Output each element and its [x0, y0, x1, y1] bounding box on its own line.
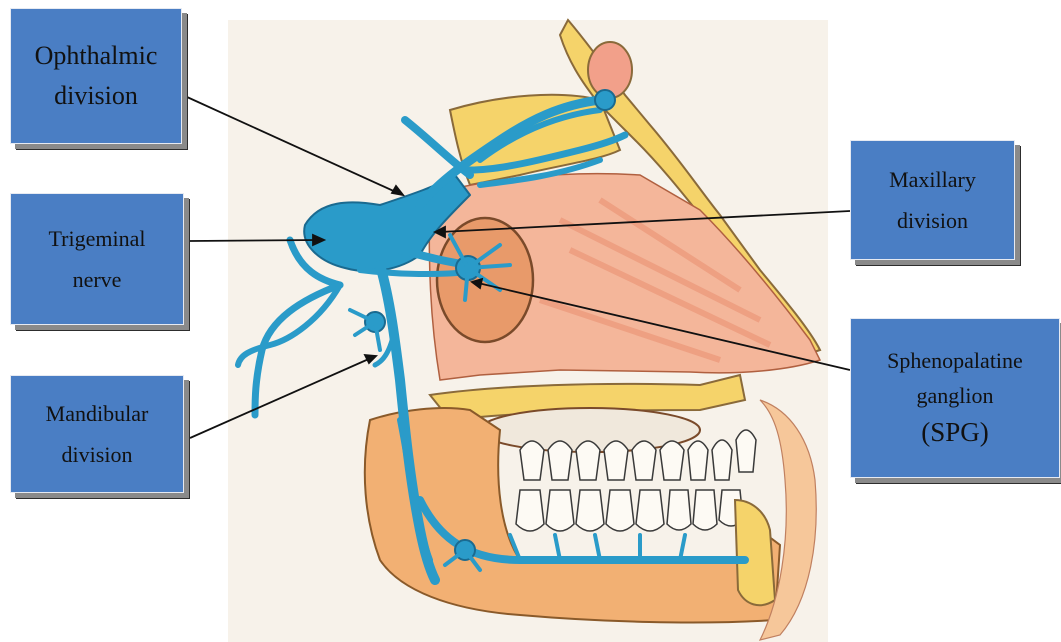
label-trigeminal-line2: nerve: [73, 266, 122, 294]
label-trigeminal-nerve: Trigeminal nerve: [10, 193, 184, 325]
label-spg-line1: Sphenopalatine: [887, 347, 1023, 375]
label-ophthalmic-division: Ophthalmic division: [10, 8, 182, 144]
label-maxillary-line1: Maxillary: [889, 166, 976, 194]
label-spg-line2: ganglion: [917, 382, 994, 410]
label-spg-line3: (SPG): [921, 416, 989, 450]
frontal-sinus: [588, 42, 632, 98]
label-mandibular-division: Mandibular division: [10, 375, 184, 493]
label-ophthalmic-line2: division: [54, 80, 138, 113]
label-mandibular-line2: division: [62, 441, 133, 469]
lower-teeth: [516, 490, 743, 531]
label-sphenopalatine-ganglion: Sphenopalatine ganglion (SPG): [850, 318, 1060, 478]
label-maxillary-division: Maxillary division: [850, 140, 1015, 260]
label-maxillary-line2: division: [897, 207, 968, 235]
label-mandibular-line1: Mandibular: [46, 400, 149, 428]
label-trigeminal-line1: Trigeminal: [49, 225, 146, 253]
label-ophthalmic-line1: Ophthalmic: [35, 40, 158, 73]
